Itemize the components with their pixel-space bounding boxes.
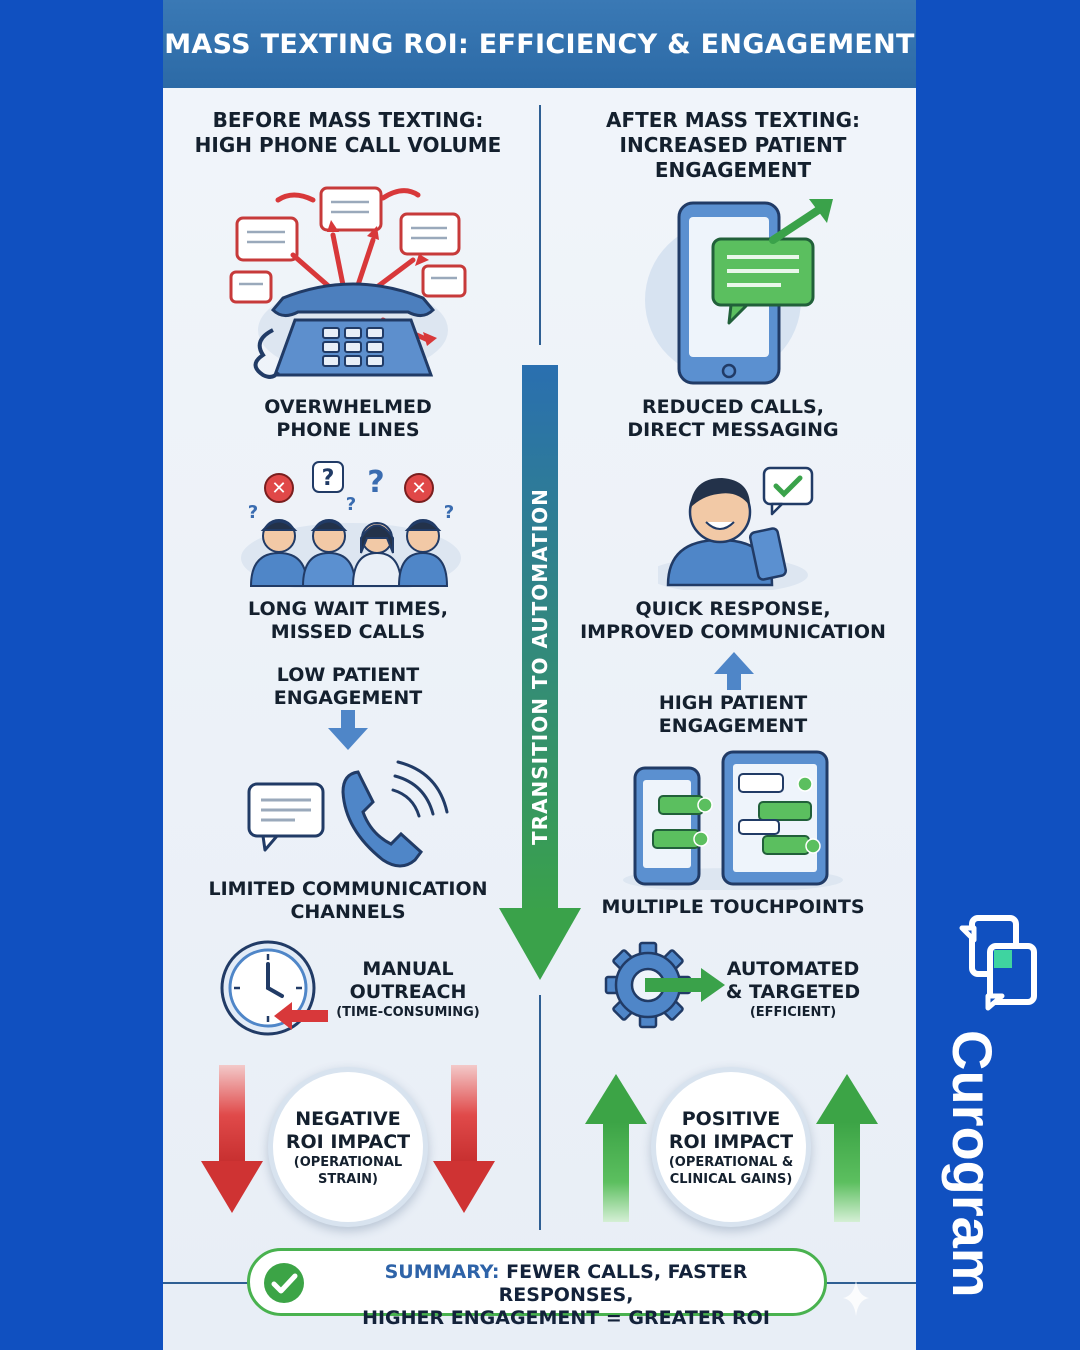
multiple-touchpoints-label: MULTIPLE TOUCHPOINTS [601, 896, 865, 918]
overwhelmed-line1: OVERWHELMED [264, 396, 432, 418]
waiting-people-icon: ✕ ✕ ? ? ? ? ? [241, 461, 461, 588]
limited-channels-line2: CHANNELS [290, 901, 406, 923]
negative-roi-label: NEGATIVE ROI IMPACT (OPERATIONAL STRAIN) [273, 1072, 423, 1188]
svg-text:?: ? [248, 502, 258, 523]
overwhelmed-line2: PHONE LINES [276, 419, 420, 441]
after-heading-line2: INCREASED PATIENT [619, 133, 847, 157]
summary-prefix: SUMMARY: [384, 1261, 500, 1283]
automated-line2: & TARGETED [725, 981, 861, 1003]
summary-line2: HIGHER ENGAGEMENT = GREATER ROI [362, 1307, 770, 1329]
negative-roi-line1: NEGATIVE [295, 1108, 401, 1130]
svg-text:✕: ✕ [271, 478, 286, 499]
before-heading-line2: HIGH PHONE CALL VOLUME [194, 133, 502, 157]
automated-sub: (EFFICIENT) [749, 1005, 837, 1020]
manual-outreach-line2: OUTREACH [349, 981, 467, 1003]
infographic-panel: MASS TEXTING ROI: EFFICIENCY & ENGAGEMEN… [163, 0, 916, 1350]
quick-response-line1: QUICK RESPONSE, [635, 598, 831, 620]
transition-label: TRANSITION TO AUTOMATION [528, 488, 552, 845]
green-up-arrow-right [816, 1074, 878, 1222]
red-down-arrow-right [433, 1065, 495, 1213]
reduced-calls-line1: REDUCED CALLS, [642, 396, 824, 418]
after-heading-line3: ENGAGEMENT [654, 158, 812, 182]
negative-roi-sub2: STRAIN) [318, 1172, 378, 1187]
positive-roi-line1: POSITIVE [681, 1108, 781, 1130]
svg-text:?: ? [367, 465, 384, 500]
gear-arrow-icon [604, 941, 725, 1029]
center-divider-bottom [539, 995, 541, 1230]
after-heading-line1: AFTER MASS TEXTING: [605, 108, 861, 132]
positive-roi-sub2: CLINICAL GAINS) [669, 1172, 793, 1187]
quick-response-label: QUICK RESPONSE, IMPROVED COMMUNICATION [568, 598, 898, 644]
high-engagement-label: HIGH PATIENT ENGAGEMENT [608, 692, 858, 738]
negative-roi-line2: ROI IMPACT [285, 1131, 411, 1153]
wait-times-label: LONG WAIT TIMES, MISSED CALLS [193, 598, 503, 644]
green-up-arrow-left [585, 1074, 647, 1222]
positive-roi-sub1: (OPERATIONAL & [668, 1155, 794, 1170]
negative-roi-circle: NEGATIVE ROI IMPACT (OPERATIONAL STRAIN) [268, 1067, 428, 1227]
curogram-logo-icon [959, 915, 1037, 1011]
after-heading: AFTER MASS TEXTING: INCREASED PATIENT EN… [573, 108, 893, 183]
positive-roi-line2: ROI IMPACT [668, 1131, 794, 1153]
manual-outreach-label: MANUAL OUTREACH (TIME-CONSUMING) [328, 958, 488, 1021]
summary-banner: SUMMARY: FEWER CALLS, FASTER RESPONSES, … [247, 1248, 827, 1329]
automated-targeted-label: AUTOMATED & TARGETED (EFFICIENT) [718, 958, 868, 1021]
wait-times-line1: LONG WAIT TIMES, [248, 598, 448, 620]
svg-text:?: ? [444, 502, 454, 523]
red-down-arrow-left [201, 1065, 263, 1213]
reduced-calls-label: REDUCED CALLS, DIRECT MESSAGING [578, 396, 888, 442]
high-engagement-line2: ENGAGEMENT [658, 715, 808, 737]
summary-line1: FEWER CALLS, FASTER RESPONSES, [498, 1261, 748, 1306]
quick-response-line2: IMPROVED COMMUNICATION [580, 621, 886, 643]
positive-roi-label: POSITIVE ROI IMPACT (OPERATIONAL & CLINI… [656, 1072, 806, 1188]
svg-text:✕: ✕ [411, 478, 426, 499]
wait-times-line2: MISSED CALLS [270, 621, 426, 643]
summary-text: SUMMARY: FEWER CALLS, FASTER RESPONSES, … [316, 1261, 816, 1330]
low-engagement-label: LOW PATIENT ENGAGEMENT [223, 664, 473, 710]
check-circle-icon [264, 1263, 304, 1303]
up-arrow-icon [714, 652, 754, 690]
brand-name: Curogram [941, 1030, 1004, 1298]
limited-channels-label: LIMITED COMMUNICATION CHANNELS [183, 878, 513, 924]
before-heading: BEFORE MASS TEXTING: HIGH PHONE CALL VOL… [173, 108, 523, 158]
limited-channels-line1: LIMITED COMMUNICATION [208, 878, 488, 900]
automated-line1: AUTOMATED [726, 958, 860, 980]
bottom-line-left [163, 1282, 258, 1284]
bottom-line-right [823, 1282, 916, 1284]
manual-outreach-sub: (TIME-CONSUMING) [336, 1005, 480, 1020]
multi-device-icon [623, 750, 843, 890]
high-engagement-line1: HIGH PATIENT [658, 692, 808, 714]
svg-text:?: ? [322, 466, 335, 491]
limited-channels-icon [247, 760, 449, 868]
transition-arrow [499, 365, 581, 980]
phone-overload-icon [229, 186, 467, 379]
overwhelmed-label: OVERWHELMED PHONE LINES [193, 396, 503, 442]
page-title: MASS TEXTING ROI: EFFICIENCY & ENGAGEMEN… [164, 28, 915, 60]
reduced-calls-line2: DIRECT MESSAGING [627, 419, 839, 441]
clock-icon [220, 940, 328, 1036]
title-bar: MASS TEXTING ROI: EFFICIENCY & ENGAGEMEN… [163, 0, 916, 88]
happy-patient-icon [658, 466, 814, 590]
svg-text:?: ? [346, 494, 356, 515]
low-engagement-line1: LOW PATIENT [276, 664, 420, 686]
manual-outreach-line1: MANUAL [362, 958, 454, 980]
center-divider-top [539, 105, 541, 345]
sparkle-icon [843, 1280, 869, 1316]
negative-roi-sub1: (OPERATIONAL [293, 1155, 403, 1170]
low-engagement-line2: ENGAGEMENT [273, 687, 423, 709]
smartphone-message-icon [645, 199, 833, 385]
positive-roi-circle: POSITIVE ROI IMPACT (OPERATIONAL & CLINI… [651, 1067, 811, 1227]
before-heading-line1: BEFORE MASS TEXTING: [212, 108, 484, 132]
down-arrow-icon [328, 710, 368, 750]
